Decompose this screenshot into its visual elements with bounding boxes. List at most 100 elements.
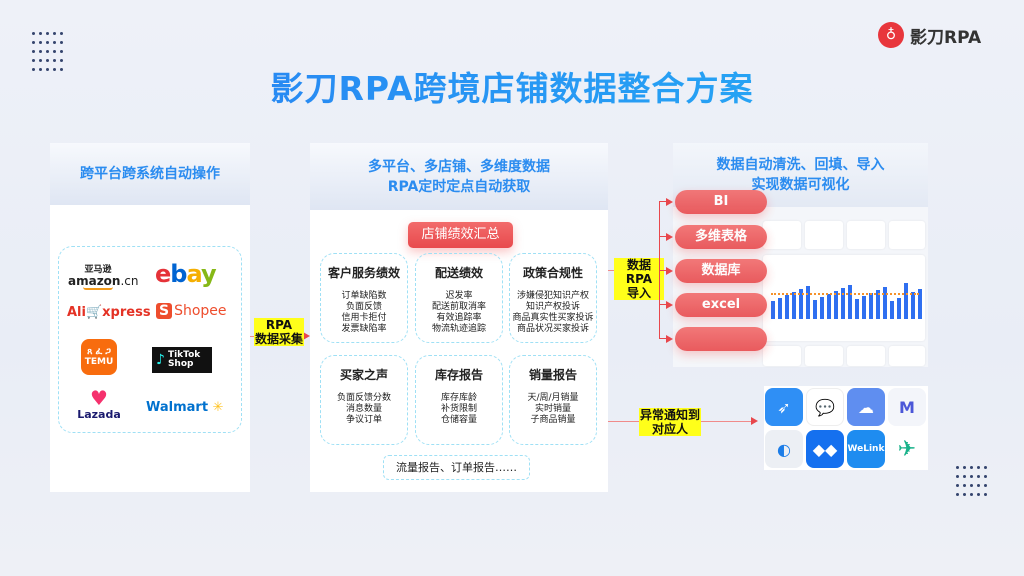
- header-line: 数据自动清洗、回填、导入: [716, 157, 885, 173]
- import-target-pill: excel: [675, 293, 767, 317]
- metric-item: 消息数量: [345, 404, 382, 414]
- dashboard-bar: [778, 298, 782, 319]
- dashboard-bar: [834, 291, 838, 319]
- metric-group-title: 政策合规性: [522, 266, 583, 280]
- dashboard-bar: [827, 294, 831, 319]
- dot: [984, 475, 987, 478]
- label-line: 数据采集: [255, 332, 304, 346]
- import-target-pill: [675, 327, 767, 351]
- walmart-logo: Walmart ✳: [146, 400, 224, 415]
- dashboard-bar: [792, 292, 796, 319]
- aliexpress-logo: Ali🛒xpress: [67, 305, 151, 320]
- arrow-right-icon: [666, 335, 673, 343]
- dashboard-bar: [806, 286, 810, 319]
- metric-group-title: 买家之声: [339, 368, 388, 382]
- metric-group-box: 政策合规性涉嫌侵犯知识产权知识产权投诉商品真实性买家投诉商品状况买家投诉: [509, 253, 597, 343]
- metric-item: 信用卡拒付: [341, 313, 387, 323]
- lazada-logo: ♥ Lazada: [77, 386, 121, 421]
- dot: [32, 68, 35, 71]
- dot: [60, 32, 63, 35]
- dot: [60, 50, 63, 53]
- dot: [39, 50, 42, 53]
- label-line: 导入: [626, 286, 651, 300]
- dot: [977, 493, 980, 496]
- metric-item: 实时销量: [534, 404, 571, 414]
- alert-notify-label: 异常通知到 对应人: [639, 408, 701, 436]
- dot: [46, 59, 49, 62]
- header-line: RPA定时定点自动获取: [387, 178, 531, 195]
- dashboard-bar: [799, 289, 803, 319]
- connector-line: [660, 338, 668, 339]
- connector-line: [660, 236, 668, 237]
- dot: [970, 484, 973, 487]
- metric-item: 物流轨迹追踪: [431, 324, 486, 334]
- middle-panel: [310, 210, 608, 492]
- import-target-pill: BI: [675, 190, 767, 214]
- tencent-meeting-icon: ◐: [765, 430, 803, 468]
- brand-logo: ♁ 影刀RPA: [878, 22, 981, 48]
- label-line: 数据RPA: [625, 258, 653, 286]
- dot: [39, 59, 42, 62]
- dashboard-bar: [890, 301, 894, 319]
- dot: [977, 475, 980, 478]
- page-title: 影刀RPA跨境店铺数据整合方案: [0, 62, 1024, 110]
- dot: [956, 475, 959, 478]
- feishu-meeting-icon: ◆◆: [806, 430, 844, 468]
- metric-item: 仓储容量: [440, 415, 477, 425]
- rpa-import-label: 数据RPA 导入: [614, 258, 664, 300]
- metric-item: 争议订单: [345, 415, 382, 425]
- dot: [53, 50, 56, 53]
- dot: [984, 466, 987, 469]
- dot: [46, 32, 49, 35]
- arrow-right-icon: [666, 198, 673, 206]
- metric-group-box: 客户服务绩效订单缺陷数负面反馈信用卡拒付发票缺陷率: [320, 253, 408, 343]
- metric-group-title: 配送绩效: [434, 266, 483, 280]
- metric-group-box: 买家之声负面反馈分数消息数量争议订单: [320, 355, 408, 445]
- metric-item: 有效追踪率: [436, 313, 482, 323]
- metric-item: 天/周/月销量: [527, 393, 579, 403]
- send-plane-icon: ✈: [888, 430, 926, 468]
- dot: [46, 41, 49, 44]
- dingtalk-icon: ➶: [765, 388, 803, 426]
- header-line: 实现数据可视化: [751, 177, 850, 193]
- dot: [60, 41, 63, 44]
- dot: [984, 493, 987, 496]
- dot: [53, 59, 56, 62]
- metric-item: 迟发率: [445, 291, 473, 301]
- metric-item: 负面反馈: [345, 302, 382, 312]
- yingdao-logo-icon: ♁: [878, 22, 904, 48]
- header-line: 多平台、多店铺、多维度数据: [368, 158, 550, 175]
- dashboard-bar: [820, 297, 824, 319]
- metric-item: 知识产权投诉: [525, 302, 580, 312]
- dot: [60, 59, 63, 62]
- metric-item: 发票缺陷率: [341, 324, 387, 334]
- metric-item: 涉嫌侵犯知识产权: [516, 291, 589, 301]
- dashboard-bar: [813, 300, 817, 319]
- dot: [60, 68, 63, 71]
- dot: [963, 466, 966, 469]
- dot: [970, 475, 973, 478]
- welink-icon: WeLink: [847, 430, 885, 468]
- ebay-logo: ebay: [155, 260, 217, 288]
- dashboard-bar: [855, 299, 859, 319]
- dot: [977, 484, 980, 487]
- metric-item: 商品真实性买家投诉: [512, 313, 594, 323]
- metric-item: 补货限制: [440, 404, 477, 414]
- label-line: 异常通知到: [640, 408, 701, 422]
- dot: [46, 68, 49, 71]
- dot: [32, 59, 35, 62]
- middle-panel-header: 多平台、多店铺、多维度数据 RPA定时定点自动获取: [310, 143, 608, 210]
- dot: [963, 493, 966, 496]
- dot: [32, 41, 35, 44]
- dot: [32, 50, 35, 53]
- dashboard-bar: [785, 295, 789, 319]
- dot: [963, 475, 966, 478]
- connector-line: [660, 304, 668, 305]
- dot: [963, 484, 966, 487]
- dot: [970, 493, 973, 496]
- dot-grid-decoration: [32, 32, 67, 77]
- arrow-right-icon: [666, 233, 673, 241]
- arrow-right-icon: [303, 332, 310, 340]
